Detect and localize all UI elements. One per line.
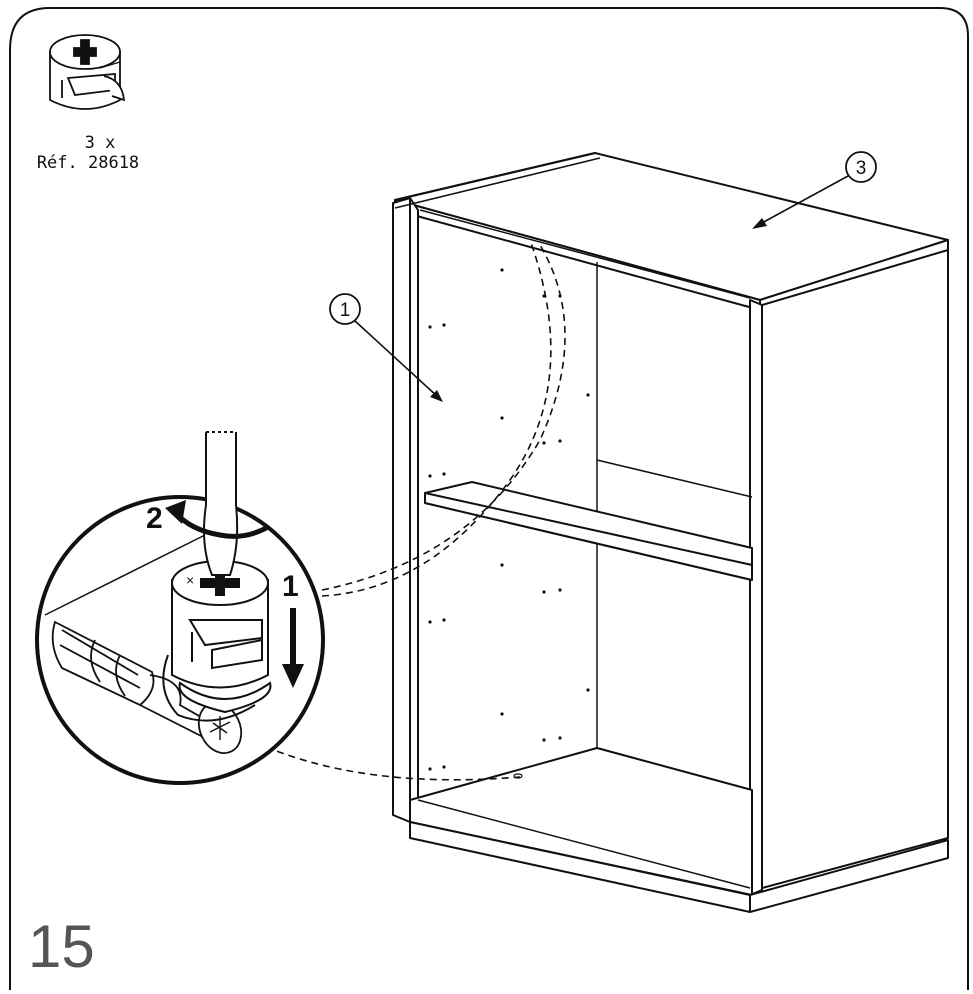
svg-text:×: × <box>186 572 194 588</box>
press-arrow: 1 <box>282 570 304 688</box>
bottom-panel <box>409 747 753 896</box>
callout-3: 3 <box>752 151 877 229</box>
right-side-panel <box>749 299 763 896</box>
cabinet <box>392 152 949 913</box>
detail-view: × 2 1 <box>35 431 325 785</box>
page-border <box>9 7 969 990</box>
screwdriver <box>203 431 239 576</box>
detail-leader-lines <box>254 239 566 781</box>
part-reference: Réf. 28618 <box>36 153 140 173</box>
cam-lock-fitting-icon <box>49 34 126 110</box>
part-quantity: 3 x <box>84 133 116 153</box>
drill-holes <box>428 268 590 779</box>
step-number: 15 <box>28 913 95 980</box>
step-press-label: 1 <box>282 570 299 603</box>
cam-lock-body <box>162 560 272 722</box>
callout-1-label: 1 <box>340 300 351 321</box>
step-turn-label: 2 <box>146 502 163 535</box>
right-side-panel-front <box>761 249 949 889</box>
left-side-panel <box>409 197 419 823</box>
callout-1: 1 <box>329 293 443 402</box>
callout-3-label: 3 <box>856 158 867 179</box>
rotate-arrow: 2 <box>146 500 270 539</box>
connector-bolt <box>51 620 243 754</box>
cross-slot <box>200 570 240 596</box>
left-side-panel-edge <box>392 197 411 823</box>
bottom-panel-side-edge <box>749 839 949 913</box>
